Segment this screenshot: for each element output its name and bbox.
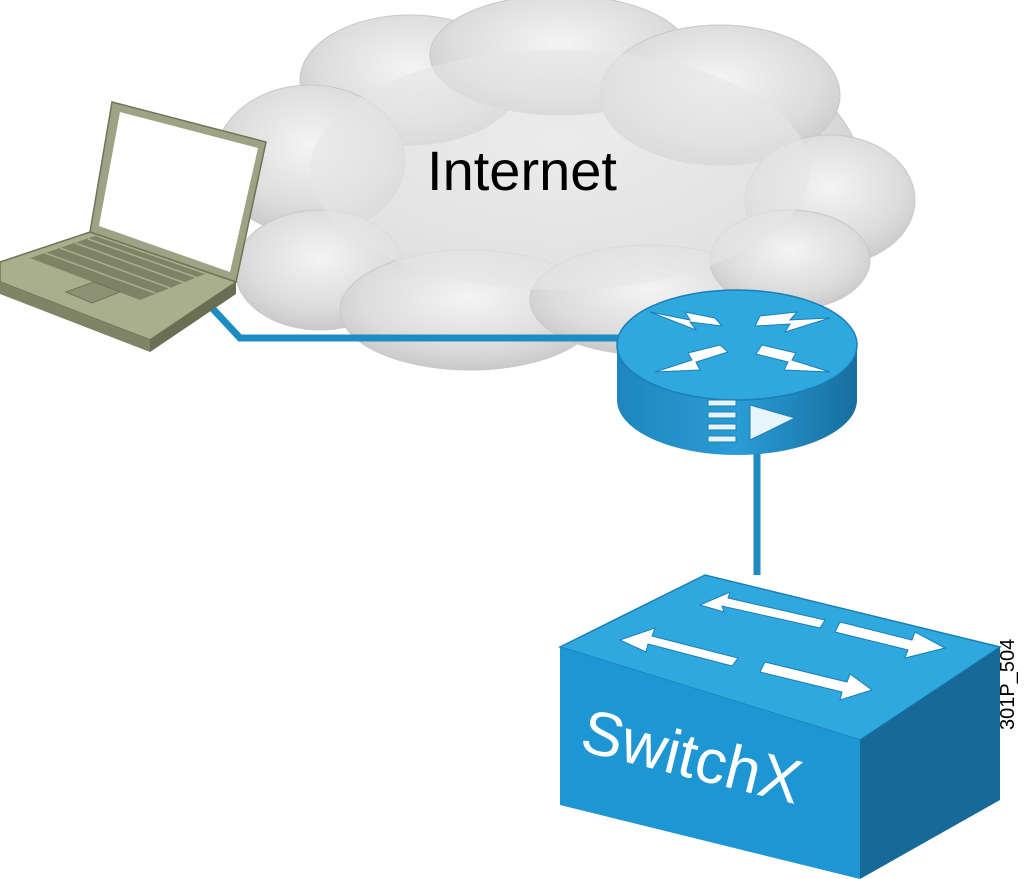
cloud-label: Internet	[427, 139, 617, 202]
laptop-router-link	[209, 305, 640, 342]
figure-id-label: 301P_504	[997, 639, 1019, 730]
router-icon	[616, 289, 858, 455]
laptop-icon	[0, 101, 267, 352]
switch-icon: SwitchX	[557, 574, 1002, 879]
connection-links	[209, 305, 761, 575]
